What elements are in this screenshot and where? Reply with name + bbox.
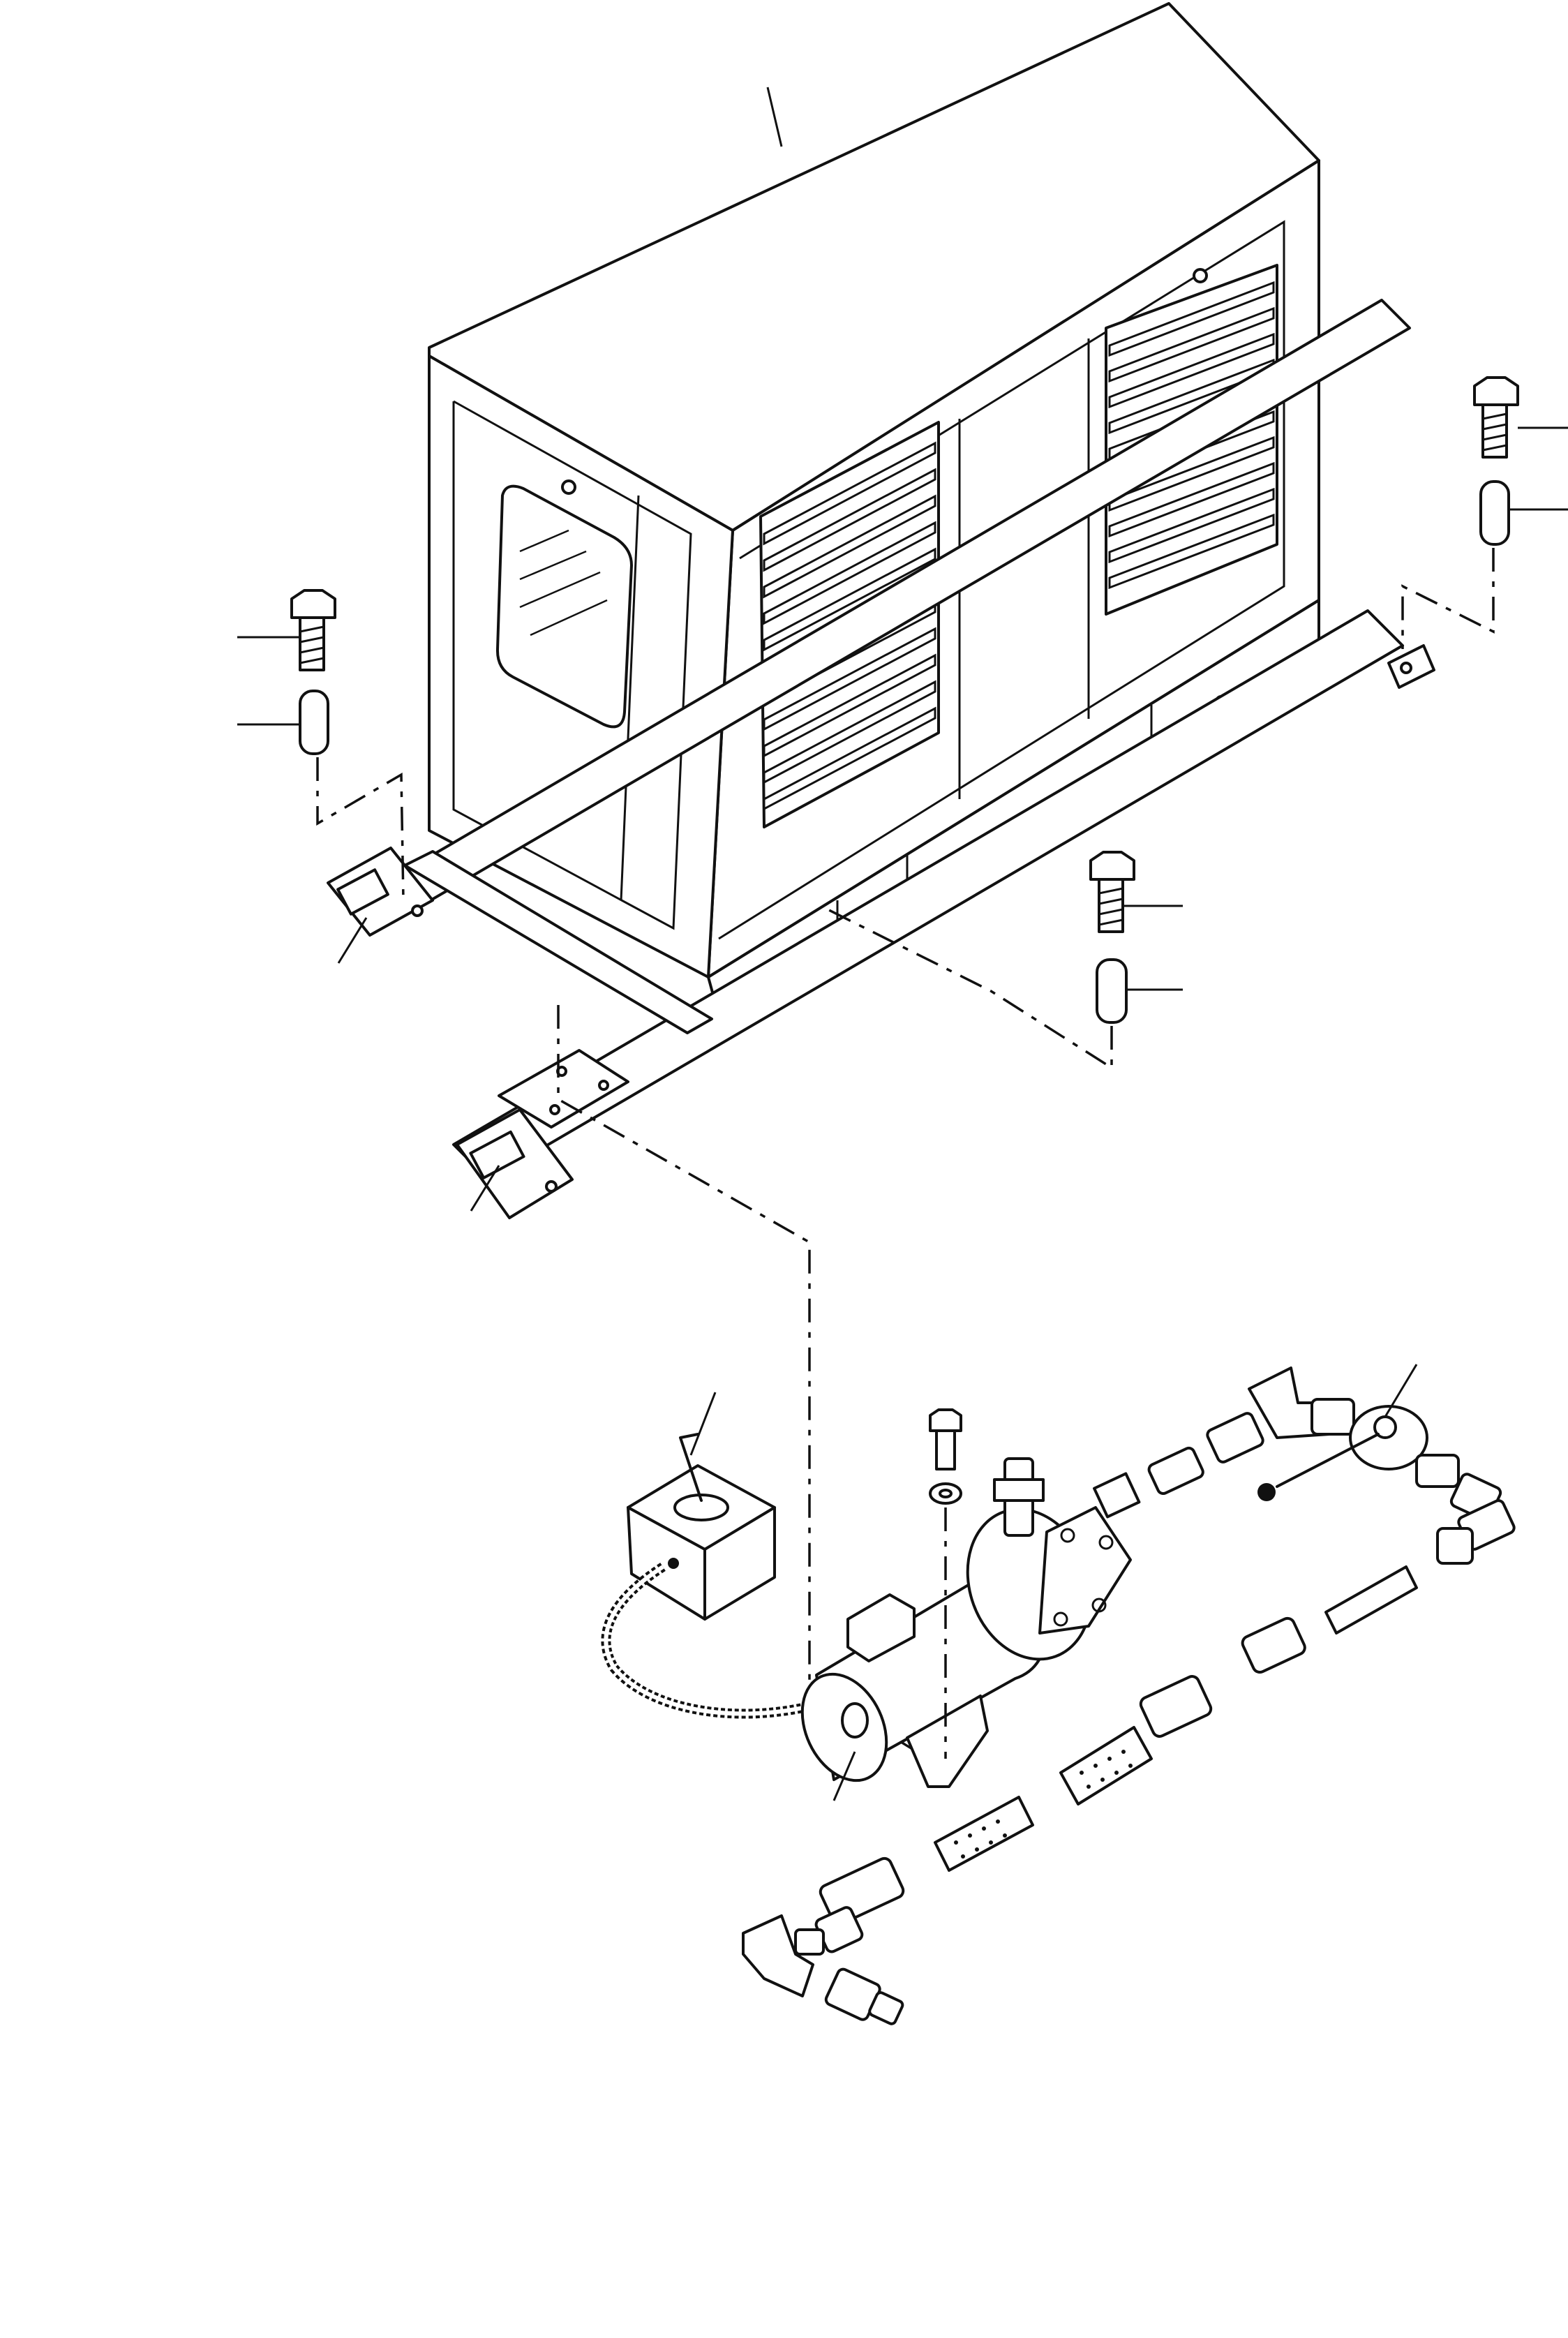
hose-crimp-ferrule — [819, 1856, 905, 1926]
motor-mount-plate — [498, 1049, 629, 1129]
door-latch-icon — [1193, 268, 1208, 283]
pump-mount-bolt — [929, 1408, 962, 1759]
union-fitting — [1147, 1446, 1204, 1496]
motor-terminal-box — [846, 1593, 916, 1662]
callout-leaders — [337, 87, 1418, 1801]
braided-hose-section — [1059, 1726, 1153, 1805]
cable-gland — [673, 1494, 729, 1521]
louvre-slat — [763, 521, 936, 625]
louvre-slat — [1108, 435, 1275, 512]
hex-bolt-head-icon — [1089, 851, 1135, 881]
door-latch-icon — [561, 479, 576, 495]
skid-foot-front-left — [456, 1108, 574, 1219]
box-wire — [679, 1433, 703, 1502]
base-skid — [327, 299, 1435, 1219]
pump-flange-bolts — [1053, 1528, 1114, 1627]
bolt-spacer-set-right — [1401, 376, 1568, 649]
window-glare-lines — [519, 529, 608, 636]
louvre-slat — [763, 494, 936, 599]
hex-bolt-head-icon — [1473, 376, 1519, 406]
adapter-fitting — [1436, 1527, 1474, 1565]
assembly-path-line — [823, 906, 1113, 1071]
front-face-frame — [718, 220, 1285, 940]
valve-handle — [1276, 1433, 1380, 1488]
nipple-fitting — [868, 1991, 904, 2025]
louvre-slat — [763, 653, 936, 758]
box-screw-icon — [668, 1558, 679, 1569]
pump-inlet-fitting — [1093, 1472, 1141, 1519]
louvre-slat — [1108, 281, 1275, 357]
assembly-path-line — [316, 757, 405, 901]
louvre-slat — [763, 547, 936, 652]
motor-foot — [906, 1695, 989, 1788]
enclosure-assembly — [428, 2, 1320, 1017]
louvre-slat — [1108, 461, 1275, 538]
skid-foot-rear-left — [327, 847, 434, 937]
pump-discharge-nut — [993, 1478, 1045, 1502]
left-face-frame — [452, 400, 692, 930]
junction-box — [601, 1433, 811, 1719]
bolt-spacer-set-left — [237, 589, 405, 901]
hex-bolt-head-icon — [290, 589, 336, 619]
assembly-path-line-pump — [557, 1005, 929, 1787]
spacer-sleeve — [1479, 480, 1510, 546]
compression-nut — [1241, 1616, 1306, 1674]
junction-box-right-face — [703, 1506, 776, 1621]
flexible-conduit-core — [604, 1565, 810, 1716]
louvre-slat — [763, 706, 936, 811]
piping-fittings — [742, 1367, 1516, 2025]
assembly-path-line — [1401, 548, 1495, 649]
louvre-slat — [1108, 332, 1275, 409]
nipple-fitting — [794, 1928, 825, 1956]
hose-braid-dots — [954, 1750, 1133, 1859]
spacer-sleeve — [299, 690, 329, 755]
valve-handle-knob-icon — [1257, 1483, 1276, 1501]
bolt-spacer-set-center — [823, 851, 1183, 1071]
skid-foot-rear-right — [1387, 644, 1435, 689]
tube-section — [1324, 1565, 1418, 1635]
skid-crossmember-left — [403, 850, 713, 1034]
louvre-slat — [1108, 513, 1275, 590]
motor-shaft-end — [841, 1702, 869, 1738]
elbow-fitting — [742, 1914, 814, 1997]
louvre-slat — [763, 680, 936, 784]
louvre-slat — [1108, 487, 1275, 564]
louvre-slat — [1108, 306, 1275, 383]
louvre-slat — [763, 468, 936, 572]
pump-motor-assembly — [800, 1457, 1141, 1788]
braided-hose-section — [934, 1796, 1034, 1872]
compression-nut — [1206, 1412, 1264, 1464]
louvre-slat — [763, 627, 936, 731]
spacer-sleeve — [1096, 958, 1128, 1024]
left-door-edge — [620, 495, 640, 901]
hex-bolt-head-icon — [929, 1408, 962, 1432]
union-fitting — [1139, 1675, 1213, 1738]
louvre-slat — [763, 441, 936, 546]
compression-nut — [1311, 1398, 1355, 1436]
compression-nut — [1415, 1454, 1460, 1488]
